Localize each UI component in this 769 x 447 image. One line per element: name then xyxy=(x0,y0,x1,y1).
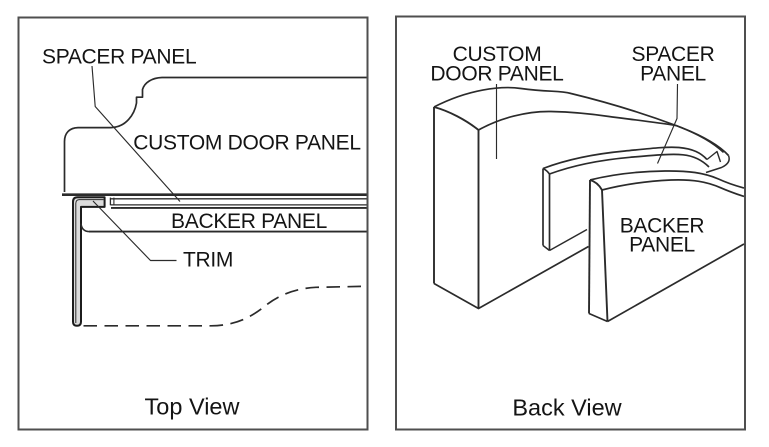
back-view-label-custom-door-line1: CUSTOM xyxy=(453,43,542,66)
back-view-frame xyxy=(395,15,746,431)
backer-slab-crest-back-curve xyxy=(589,170,745,189)
top-view-label-trim: TRIM xyxy=(183,249,233,272)
door-slab-crest-front-curve xyxy=(478,110,677,131)
top-view-label-spacer-panel: SPACER PANEL xyxy=(42,46,196,69)
door-slab-crest-end-fold xyxy=(705,155,730,174)
trim-leader-line xyxy=(92,200,177,262)
back-view-label-backer-line2: PANEL xyxy=(629,234,695,257)
back-view-panel: CUSTOM DOOR PANEL SPACER PANEL BACKER PA… xyxy=(395,15,746,431)
backer-slab-back-arris xyxy=(588,179,591,314)
backer-slab-bottom-edge xyxy=(607,243,745,323)
top-view-caption: Top View xyxy=(145,394,241,420)
spacer-slab-crest-end-fold xyxy=(706,150,722,163)
back-view-label-custom-door-line2: DOOR PANEL xyxy=(430,63,563,86)
trim-inner-line xyxy=(75,199,104,323)
top-view-label-custom-door-panel: CUSTOM DOOR PANEL xyxy=(133,132,361,155)
backer-slab-crest-front-curve xyxy=(601,179,745,198)
trim-outline xyxy=(72,196,106,327)
back-view-drawing xyxy=(433,83,745,323)
back-view-caption: Back View xyxy=(512,395,622,421)
backer-slab-bottom-cap xyxy=(588,312,608,323)
backer-slab-front-arris xyxy=(601,189,609,322)
spacer-slab-bottom-edge xyxy=(549,228,588,252)
top-view-drawing xyxy=(62,65,367,327)
back-view-label-spacer-line1: SPACER xyxy=(632,43,715,66)
back-view-label-backer-line1: BACKER xyxy=(620,215,705,238)
door-panel-profile xyxy=(63,76,367,192)
spacer-slab-crest-front-curve xyxy=(549,153,710,175)
door-slab-crest-front-tail xyxy=(675,124,725,154)
spacer-panel-leader-line xyxy=(91,65,181,202)
spacer-panel-leader-line-back xyxy=(656,83,679,164)
spacer-slab-bottom-cap xyxy=(542,244,550,252)
spacer-slab-crest-back-curve xyxy=(542,146,708,170)
door-slab-bottom-edge xyxy=(433,245,589,310)
backer-panel-left-fillet xyxy=(80,223,90,233)
top-view-panel: SPACER PANEL CUSTOM DOOR PANEL BACKER PA… xyxy=(17,16,369,431)
top-view-label-backer-panel: BACKER PANEL xyxy=(171,210,327,233)
back-view-label-spacer-line2: PANEL xyxy=(640,63,706,86)
door-slab-top-left-edge xyxy=(433,106,480,131)
